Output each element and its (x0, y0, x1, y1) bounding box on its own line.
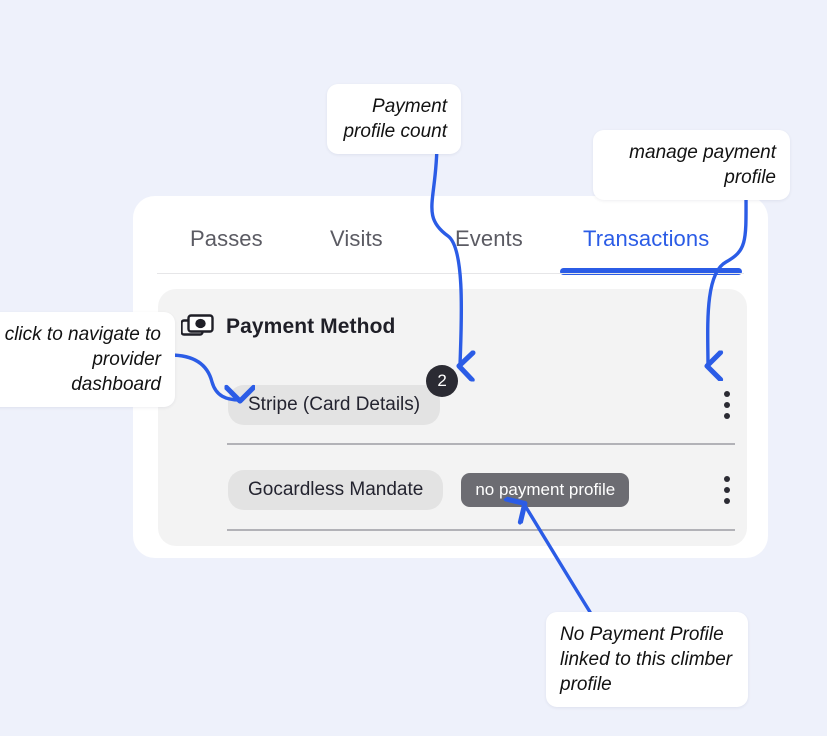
chip-label: Gocardless Mandate (248, 479, 424, 500)
kebab-dot (724, 476, 730, 482)
panel-title: Payment Method (226, 315, 396, 338)
annotation-manage-payment-profile: manage payment profile (593, 130, 790, 200)
payment-method-row: Stripe (Card Details) 2 (228, 365, 747, 434)
tab-events[interactable]: Events (455, 226, 523, 251)
panel-header: Payment Method (181, 314, 395, 340)
tab-bar: Passes Visits Events Transactions (133, 196, 768, 275)
payment-method-row: Gocardless Mandate no payment profile (228, 461, 747, 519)
cash-stack-icon (181, 314, 214, 340)
kebab-dot (724, 413, 730, 419)
kebab-dot (724, 391, 730, 397)
row-divider (227, 443, 735, 445)
annotation-click-to-navigate: click to navigate to provider dashboard (0, 312, 175, 407)
tab-passes[interactable]: Passes (190, 226, 263, 251)
kebab-dot (724, 498, 730, 504)
kebab-menu-icon-stripe[interactable] (716, 388, 738, 422)
payment-profile-count-badge: 2 (426, 365, 459, 397)
tab-visits[interactable]: Visits (330, 226, 383, 251)
tab-transactions[interactable]: Transactions (583, 226, 710, 251)
row-divider (227, 529, 735, 531)
transactions-card: Passes Visits Events Transactions Paymen… (133, 196, 768, 558)
payment-method-chip-stripe[interactable]: Stripe (Card Details) 2 (228, 365, 459, 425)
chip-label: Stripe (Card Details) (248, 394, 421, 415)
active-tab-indicator (560, 268, 742, 275)
payment-method-chip-gocardless[interactable]: Gocardless Mandate (228, 470, 444, 510)
payment-method-panel: Payment Method Stripe (Card Details) 2 G (158, 289, 747, 546)
annotation-payment-profile-count: Payment profile count (327, 84, 461, 154)
annotation-no-payment-profile: No Payment Profile linked to this climbe… (546, 612, 748, 707)
kebab-dot (724, 402, 730, 408)
status-badge-no-payment-profile: no payment profile (461, 473, 630, 507)
kebab-menu-icon-gocardless[interactable] (716, 473, 738, 507)
tab-bar-divider (157, 273, 744, 274)
kebab-dot (724, 487, 730, 493)
